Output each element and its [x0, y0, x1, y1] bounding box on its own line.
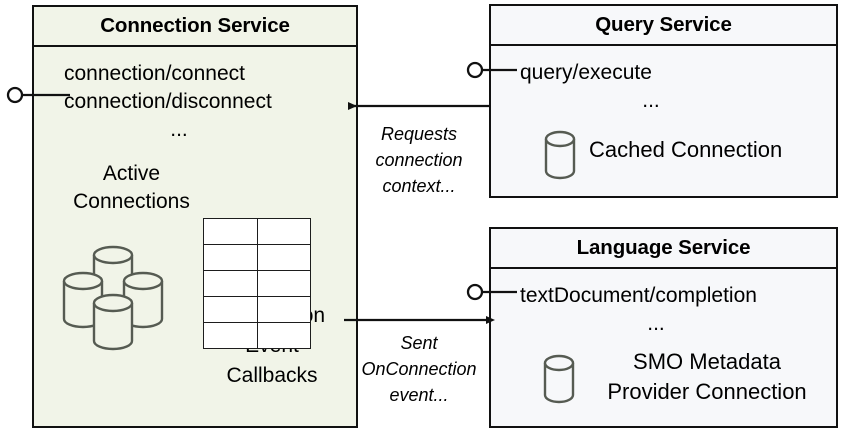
cached-connection-label: Cached Connection: [589, 137, 783, 162]
endpoint-connection-connect[interactable]: connection/connect: [64, 62, 245, 85]
table-cell: [256, 322, 311, 349]
table-cell: [203, 244, 258, 271]
table-cell: [203, 218, 258, 245]
component-connection-service[interactable]: Connection Service connection/connect co…: [32, 5, 358, 428]
table-row: [203, 296, 311, 323]
endpoint-query-ellipsis: ...: [642, 89, 660, 112]
connection-event-callbacks-table: [203, 218, 311, 349]
cached-connection-cylinder-icon: [544, 130, 576, 180]
endpoint-connection-disconnect[interactable]: connection/disconnect: [64, 90, 272, 113]
language-service-title: Language Service: [491, 229, 836, 269]
active-connections-cylinders-icon: [62, 245, 164, 351]
smo-connection-cylinder-icon: [543, 354, 575, 404]
endpoint-language-ellipsis: ...: [647, 312, 665, 335]
table-cell: [203, 270, 258, 297]
connector-label-requests-connection-context-line1: Requests: [380, 124, 458, 144]
table-cell: [203, 296, 258, 323]
table-row: [203, 244, 311, 271]
language-service-body: textDocument/completion ... SMO Metadata…: [491, 269, 836, 426]
active-connections-label-line2: Connections: [73, 190, 190, 213]
connector-label-sent-onconnection-event-line2: OnConnection: [361, 359, 477, 379]
connector-label-sent-onconnection-event-line3: event...: [389, 385, 449, 405]
endpoint-query-execute[interactable]: query/execute: [520, 61, 652, 84]
table-row: [203, 270, 311, 297]
table-row: [203, 218, 311, 245]
endpoint-textdocument-completion[interactable]: textDocument/completion: [520, 284, 757, 307]
component-language-service[interactable]: Language Service textDocument/completion…: [489, 227, 838, 428]
component-query-service[interactable]: Query Service query/execute ... Cached C…: [489, 4, 838, 198]
table-cell: [203, 322, 258, 349]
endpoint-connection-ellipsis: ...: [170, 118, 188, 141]
connector-label-sent-onconnection-event-line1: Sent: [400, 333, 438, 353]
table-cell: [256, 270, 311, 297]
connector-label-requests-connection-context-line3: context...: [382, 176, 456, 196]
table-cell: [256, 218, 311, 245]
connection-event-callbacks-label-line3: Callbacks: [226, 364, 318, 387]
smo-connection-label-line1: SMO Metadata: [633, 349, 781, 374]
connection-service-body: connection/connect connection/disconnect…: [34, 47, 356, 426]
connection-service-title: Connection Service: [34, 7, 356, 47]
active-connections-label-line1: Active: [102, 162, 161, 185]
table-cell: [256, 296, 311, 323]
table-cell: [256, 244, 311, 271]
query-service-title: Query Service: [491, 6, 836, 46]
table-row: [203, 322, 311, 349]
connector-label-requests-connection-context-line2: connection: [375, 150, 463, 170]
query-service-body: query/execute ... Cached Connection: [491, 46, 836, 196]
smo-connection-label-line2: Provider Connection: [607, 379, 807, 404]
